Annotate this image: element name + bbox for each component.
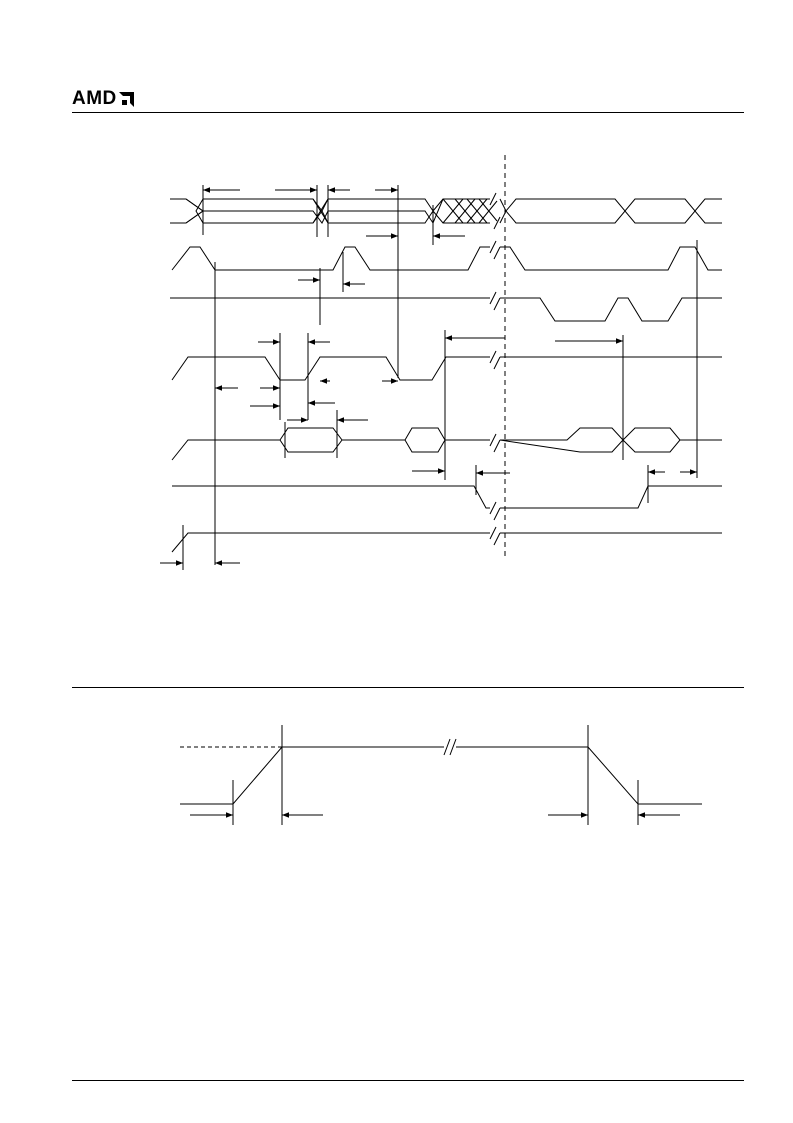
amd-arrow-icon: [118, 91, 134, 107]
supply-ramp-waveform: [180, 738, 702, 805]
power-reset-waveform: [171, 526, 722, 553]
data-line-waveform: [170, 291, 722, 322]
section-divider-rule: [72, 687, 744, 688]
strobe-waveform: [171, 240, 722, 271]
header-rule: [72, 112, 744, 113]
data-bus-waveform: [171, 427, 722, 461]
amd-logo: AMD: [72, 88, 134, 110]
address-bus-waveform: [170, 192, 722, 230]
footer-rule: [72, 1080, 744, 1081]
control-strobe-waveform: [171, 350, 722, 381]
logo-text: AMD: [72, 88, 117, 109]
ready-busy-waveform: [172, 485, 722, 521]
